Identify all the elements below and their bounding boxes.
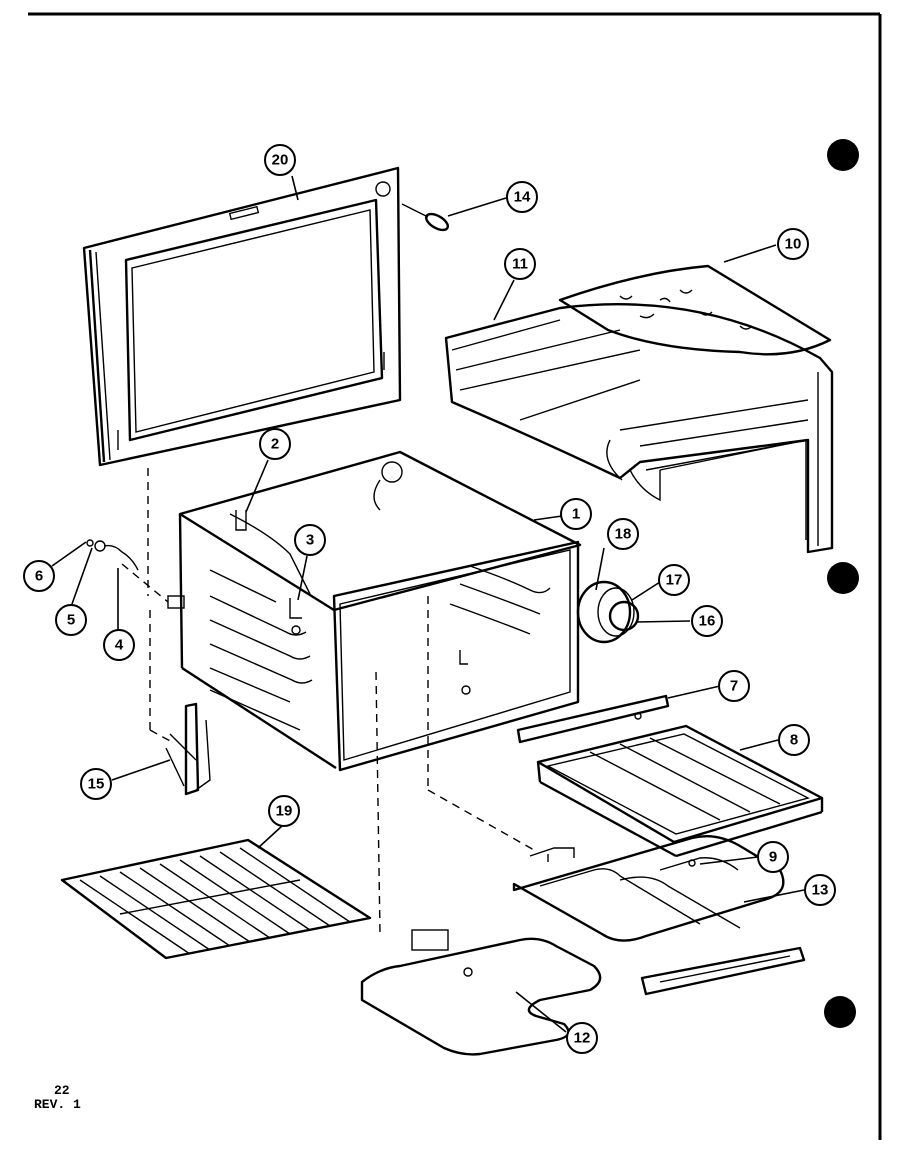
svg-text:6: 6 <box>35 568 43 585</box>
svg-text:13: 13 <box>812 882 829 899</box>
part-insulation-sheet <box>558 264 832 356</box>
svg-text:2: 2 <box>271 436 279 453</box>
callout-17: 17 <box>658 564 690 596</box>
callout-7: 7 <box>718 670 750 702</box>
binder-hole-middle <box>827 562 859 594</box>
part-oven-door <box>82 166 402 467</box>
callout-18: 18 <box>607 518 639 550</box>
callout-6: 6 <box>23 560 55 592</box>
callout-12: 12 <box>566 1022 598 1054</box>
svg-text:14: 14 <box>514 189 531 206</box>
svg-text:19: 19 <box>276 803 293 820</box>
svg-text:18: 18 <box>615 526 632 543</box>
svg-text:4: 4 <box>115 637 124 654</box>
binder-hole-top <box>827 139 859 171</box>
part-insulation-blanket <box>444 303 834 554</box>
svg-text:9: 9 <box>769 849 777 866</box>
binder-hole-bottom <box>824 996 856 1028</box>
page-number: 22 <box>54 1083 70 1098</box>
callout-14: 14 <box>506 181 538 213</box>
part-door-knob <box>401 203 450 232</box>
callout-5: 5 <box>55 604 87 636</box>
svg-text:11: 11 <box>512 256 528 273</box>
callout-1: 1 <box>560 498 592 530</box>
callout-10: 10 <box>777 228 809 260</box>
part-oven-cavity <box>167 450 582 772</box>
svg-text:20: 20 <box>272 152 289 169</box>
callout-13: 13 <box>804 874 836 906</box>
callout-8: 8 <box>778 724 810 756</box>
svg-text:10: 10 <box>785 236 802 253</box>
svg-text:5: 5 <box>67 612 75 629</box>
callout-9: 9 <box>757 841 789 873</box>
svg-text:15: 15 <box>88 776 105 793</box>
part-rail <box>516 694 670 744</box>
assembly-dash-lines <box>121 468 535 935</box>
svg-text:17: 17 <box>666 572 683 589</box>
part-screw-washer-nut <box>86 539 139 571</box>
callout-16: 16 <box>691 605 723 637</box>
callout-4: 4 <box>103 629 135 661</box>
part-light-assembly <box>576 580 640 644</box>
svg-text:12: 12 <box>574 1030 591 1047</box>
svg-text:16: 16 <box>699 613 716 630</box>
svg-text:3: 3 <box>306 532 314 549</box>
part-brackets <box>235 510 471 695</box>
part-bake-element <box>512 835 806 996</box>
part-clip <box>529 847 696 867</box>
leader-lines <box>51 175 805 1033</box>
svg-text:7: 7 <box>730 678 738 695</box>
part-oven-rack <box>60 838 372 960</box>
page-border <box>28 12 882 1140</box>
revision-label: REV. 1 <box>34 1097 81 1112</box>
svg-text:8: 8 <box>790 732 798 749</box>
callout-20: 20 <box>264 144 296 176</box>
callout-2: 2 <box>259 428 291 460</box>
callout-11: 11 <box>504 248 536 280</box>
callout-19: 19 <box>268 795 300 827</box>
part-hinge <box>165 702 211 796</box>
svg-text:1: 1 <box>572 506 580 523</box>
callout-3: 3 <box>294 524 326 556</box>
callout-15: 15 <box>80 768 112 800</box>
part-broil-element <box>360 929 602 1056</box>
part-broiler-pan <box>536 724 824 858</box>
